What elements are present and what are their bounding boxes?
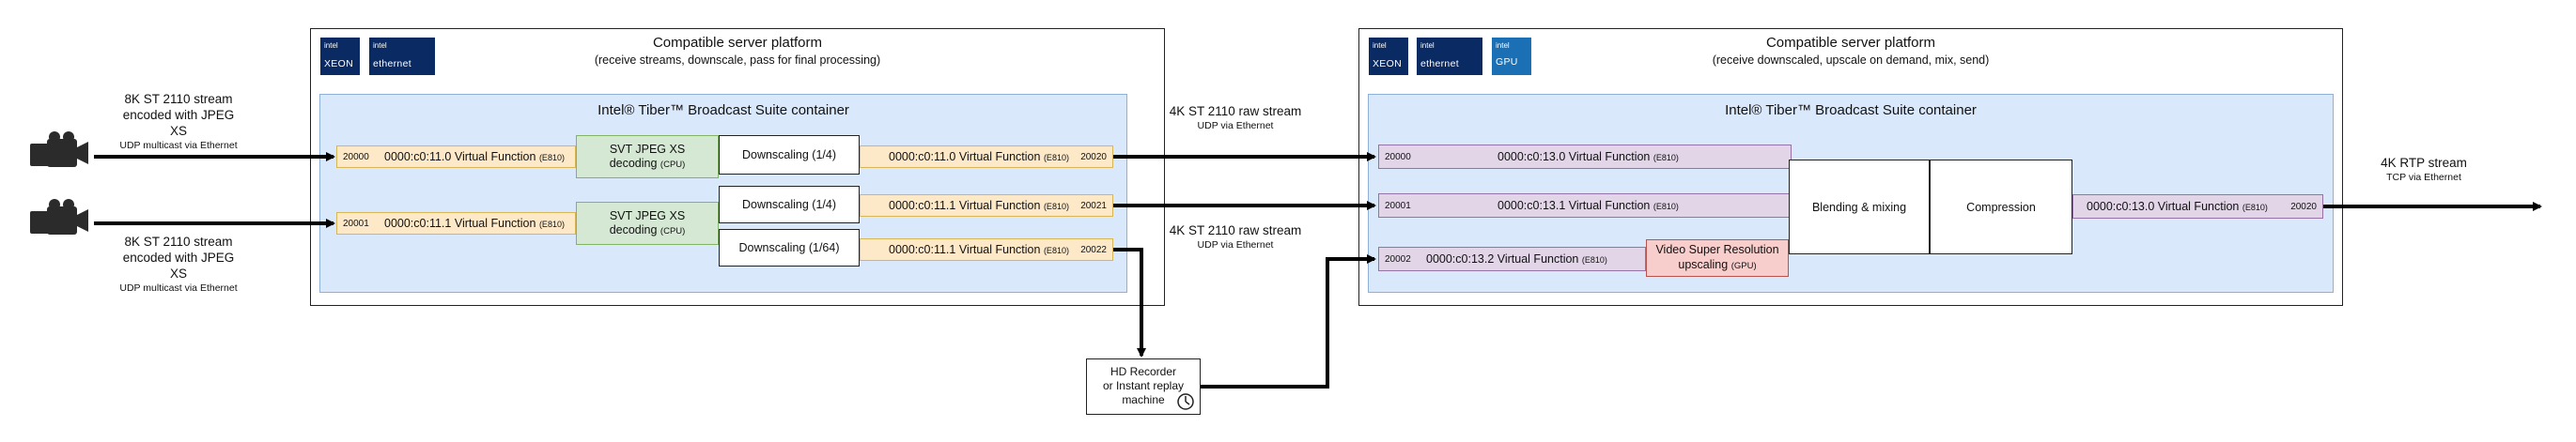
downscaling-1-4-a: Downscaling (1/4) — [719, 135, 860, 175]
vf-label: 0000:c0:11.1 Virtual Function — [384, 217, 536, 230]
right-vf-input-2: 20001 0000:c0:13.1 Virtual Function (E81… — [1378, 193, 1792, 218]
vf-tag: (E810) — [1043, 153, 1069, 162]
right-platform-subtitle: (receive downscaled, upscale on demand, … — [1712, 53, 1990, 67]
vf-label: 0000:c0:11.1 Virtual Function — [889, 199, 1041, 212]
port-label: 20000 — [1385, 151, 1411, 162]
vf-tag: (E810) — [1653, 202, 1679, 211]
port-label: 20001 — [1385, 200, 1411, 211]
vf-label: 0000:c0:13.2 Virtual Function — [1426, 252, 1579, 266]
port-label: 20020 — [2290, 201, 2317, 212]
raw-stream-label-1: 4K ST 2110 raw stream UDP via Ethernet — [1169, 104, 1302, 131]
vf-tag: (E810) — [1043, 202, 1069, 211]
input-stream-label-1: 8K ST 2110 stream encoded with JPEG XS U… — [119, 92, 238, 151]
raw-stream-label-2: 4K ST 2110 raw stream UDP via Ethernet — [1169, 223, 1302, 251]
vf-label: 0000:c0:11.1 Virtual Function — [889, 243, 1041, 256]
vf-tag: (E810) — [2242, 203, 2268, 212]
vf-label: 0000:c0:13.1 Virtual Function — [1497, 199, 1651, 212]
left-vf-output-2: 0000:c0:11.1 Virtual Function (E810) 200… — [860, 194, 1113, 217]
left-vf-input-2: 20001 0000:c0:11.1 Virtual Function (E81… — [336, 212, 576, 235]
jpeg-xs-decoder-2: SVT JPEG XS decoding (CPU) — [576, 202, 719, 245]
input-stream-label-2: 8K ST 2110 stream encoded with JPEG XS U… — [119, 235, 238, 294]
arrow-to-recorder — [1113, 248, 1146, 358]
downscaling-1-4-b: Downscaling (1/4) — [719, 186, 860, 223]
vf-tag: (E810) — [1581, 255, 1607, 265]
left-container-title: Intel® Tiber™ Broadcast Suite container — [597, 102, 849, 118]
arrow-from-recorder — [1201, 254, 1376, 389]
left-vf-input-1: 20000 0000:c0:11.0 Virtual Function (E81… — [336, 145, 576, 168]
port-label: 20021 — [1080, 200, 1107, 211]
vf-label: 0000:c0:13.0 Virtual Function — [1497, 150, 1651, 163]
left-vf-output-1: 0000:c0:11.0 Virtual Function (E810) 200… — [860, 145, 1113, 168]
vf-tag: (E810) — [1653, 153, 1679, 162]
video-super-resolution-upscaling: Video Super Resolution upscaling (GPU) — [1646, 239, 1789, 277]
left-platform-subtitle: (receive streams, downscale, pass for fi… — [594, 53, 881, 67]
vf-label: 0000:c0:13.0 Virtual Function — [2087, 200, 2240, 213]
right-platform-title: Compatible server platform — [1765, 35, 1936, 51]
camera-icon — [30, 199, 88, 235]
right-vf-output: 0000:c0:13.0 Virtual Function (E810) 200… — [2072, 194, 2323, 219]
port-label: 20002 — [1385, 253, 1411, 265]
vf-tag: (E810) — [538, 220, 565, 229]
vf-label: 0000:c0:11.0 Virtual Function — [889, 150, 1041, 163]
output-stream-label: 4K RTP stream TCP via Ethernet — [2381, 156, 2467, 183]
vf-tag: (E810) — [1043, 246, 1069, 255]
clock-icon — [1177, 393, 1194, 410]
left-platform-title: Compatible server platform — [652, 35, 823, 51]
port-label: 20001 — [343, 218, 369, 229]
vf-tag: (E810) — [538, 153, 565, 162]
left-vf-output-3: 0000:c0:11.1 Virtual Function (E810) 200… — [860, 238, 1113, 261]
port-label: 20020 — [1080, 151, 1107, 162]
right-vf-input-1: 20000 0000:c0:13.0 Virtual Function (E81… — [1378, 145, 1792, 169]
camera-icon — [30, 131, 88, 167]
jpeg-xs-decoder-1: SVT JPEG XS decoding (CPU) — [576, 135, 719, 178]
compression: Compression — [1930, 160, 2072, 254]
port-label: 20022 — [1080, 244, 1107, 255]
vf-label: 0000:c0:11.0 Virtual Function — [384, 150, 536, 163]
right-vf-input-3: 20002 0000:c0:13.2 Virtual Function (E81… — [1378, 247, 1646, 271]
blending-mixing: Blending & mixing — [1789, 160, 1930, 254]
downscaling-1-64: Downscaling (1/64) — [719, 229, 860, 267]
right-container-title: Intel® Tiber™ Broadcast Suite container — [1725, 102, 1977, 118]
port-label: 20000 — [343, 151, 369, 162]
